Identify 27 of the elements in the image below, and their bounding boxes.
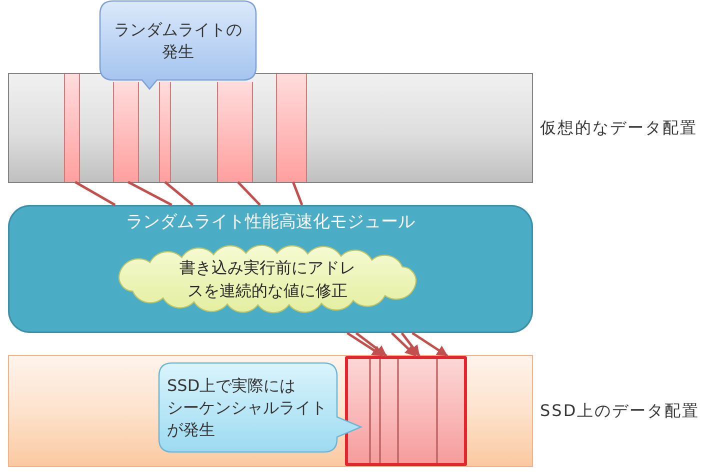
highlight-frame: [345, 356, 467, 466]
write-block: [113, 82, 139, 182]
module-box: [8, 205, 533, 333]
arrow: [400, 332, 420, 357]
module-title: ランダムライト性能高速化モジュール: [126, 212, 415, 233]
callout-bubble: [99, 0, 257, 90]
arrow: [355, 332, 388, 357]
arrow: [346, 332, 384, 358]
callout-text: SSD上で実際にはシーケンシャルライトが発生: [167, 374, 327, 440]
connector-line: [292, 182, 304, 206]
side-label: 仮想的なデータ配置: [540, 118, 698, 138]
write-block: [217, 82, 253, 182]
connector-line: [74, 180, 116, 206]
arrow: [390, 332, 417, 357]
side-label: SSD上のデータ配置: [540, 401, 700, 421]
connector-line: [164, 181, 194, 206]
write-block: [276, 74, 307, 182]
data-bar: [8, 73, 533, 183]
callout-text: ランダムライトの発生: [112, 18, 243, 62]
connector-line: [128, 180, 172, 206]
write-block: [159, 82, 171, 182]
cloud-text: 書き込み実行前にアドレスを連続的な値に修正: [178, 257, 356, 302]
data-bar: [8, 355, 533, 467]
connector-line: [237, 181, 261, 206]
callout-bubble: [158, 362, 362, 453]
write-block: [64, 74, 80, 182]
arrow: [412, 332, 448, 358]
